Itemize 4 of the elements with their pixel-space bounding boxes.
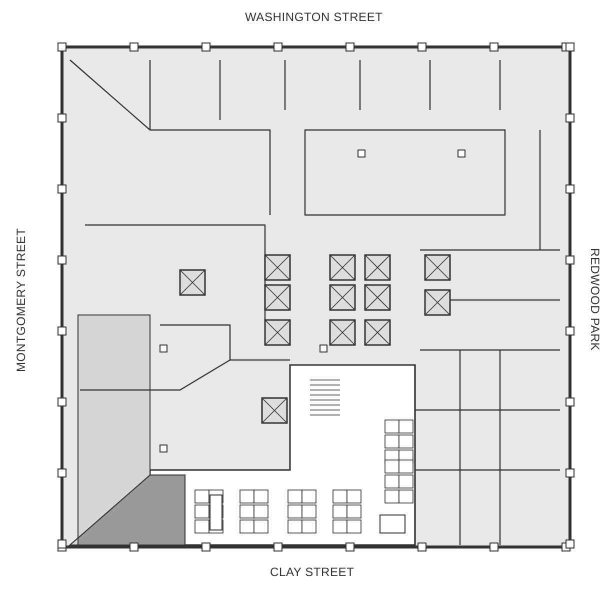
street-name: WASHINGTON STREET	[245, 10, 383, 24]
street-name: MONTGOMERY STREET	[14, 228, 28, 372]
street-name: CLAY STREET	[270, 565, 354, 579]
street-name: REDWOOD PARK	[588, 248, 602, 351]
